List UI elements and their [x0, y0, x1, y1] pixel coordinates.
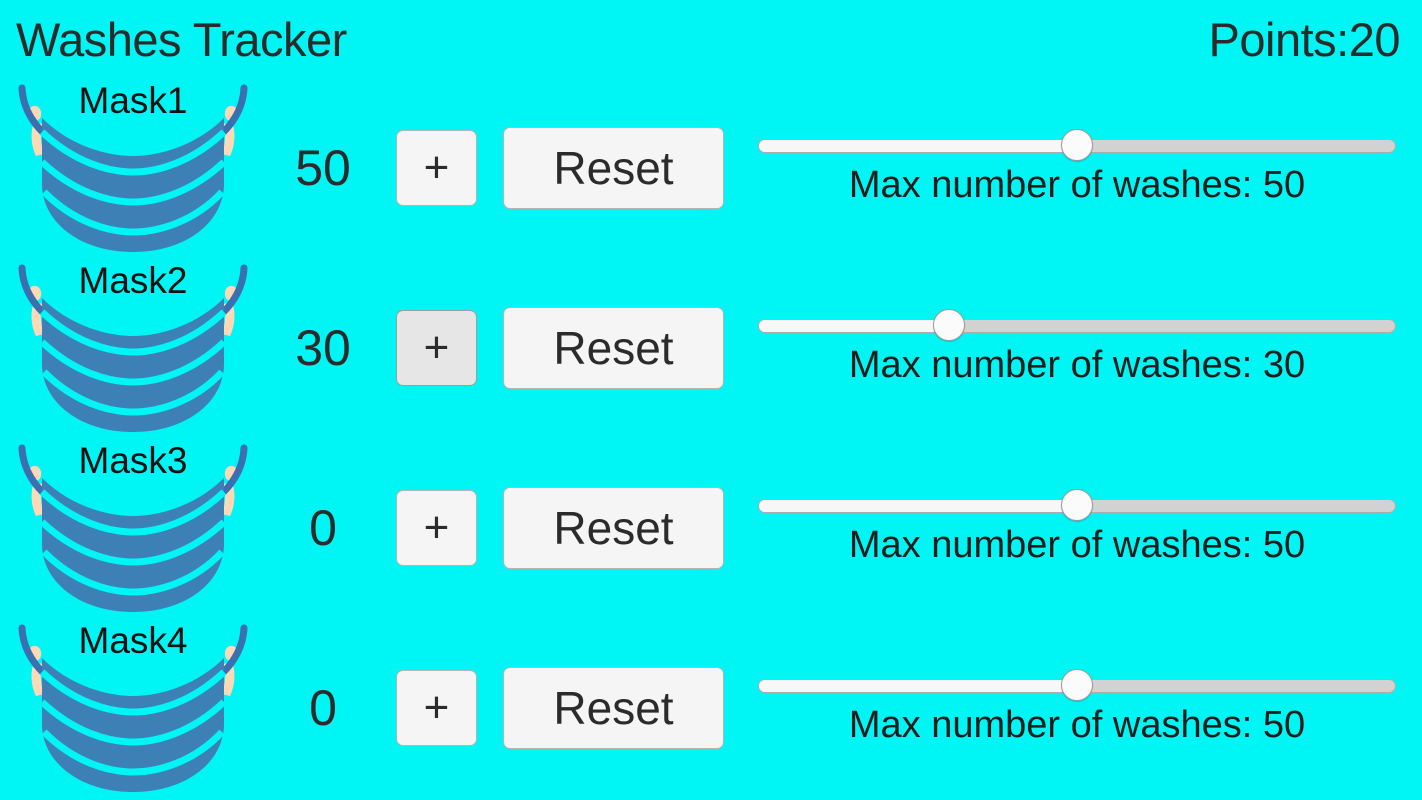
mask-icon-cell: Mask4: [8, 618, 258, 798]
slider-thumb[interactable]: [1061, 669, 1093, 701]
wash-count-cell: 0: [258, 438, 388, 618]
app-header: Washes Tracker Points:20: [0, 0, 1422, 78]
max-washes-slider[interactable]: [758, 668, 1396, 702]
max-washes-slider-cell: Max number of washes: 50: [758, 618, 1398, 798]
face-mask-icon: [18, 264, 248, 432]
face-mask-icon: [18, 444, 248, 612]
max-washes-slider[interactable]: [758, 128, 1396, 162]
slider-track[interactable]: [758, 319, 1396, 333]
slider-caption: Max number of washes: 50: [848, 164, 1306, 206]
slider-thumb[interactable]: [1061, 489, 1093, 521]
wash-count-value: 30: [295, 320, 351, 376]
mask-icon-cell: Mask3: [8, 438, 258, 618]
mask-row-4: Mask4 0 + Reset Max number of washes: 50: [0, 618, 1422, 798]
wash-count-cell: 50: [258, 78, 388, 258]
wash-count-value: 50: [295, 140, 351, 196]
mask-row-2: Mask2 30 + Reset Max number of washes: 3…: [0, 258, 1422, 438]
row-actions: + Reset: [396, 618, 724, 798]
increment-button[interactable]: +: [396, 670, 477, 746]
reset-button[interactable]: Reset: [503, 487, 724, 569]
reset-button[interactable]: Reset: [503, 667, 724, 749]
mask-icon-cell: Mask2: [8, 258, 258, 438]
increment-button[interactable]: +: [396, 310, 477, 386]
wash-count-cell: 0: [258, 618, 388, 798]
face-mask-icon: [18, 624, 248, 792]
max-washes-slider[interactable]: [758, 488, 1396, 522]
points-display: Points:20: [1208, 12, 1401, 66]
slider-caption: Max number of washes: 30: [848, 344, 1306, 386]
reset-button[interactable]: Reset: [503, 127, 724, 209]
face-mask-icon: [18, 84, 248, 252]
wash-count-value: 0: [309, 680, 337, 736]
increment-button[interactable]: +: [396, 490, 477, 566]
page-title: Washes Tracker: [16, 12, 347, 66]
slider-caption: Max number of washes: 50: [848, 704, 1306, 746]
max-washes-slider-cell: Max number of washes: 50: [758, 438, 1398, 618]
max-washes-slider[interactable]: [758, 308, 1396, 342]
mask-row-list: Mask1 50 + Reset Max number of washes: 5…: [0, 78, 1422, 798]
reset-button[interactable]: Reset: [503, 307, 724, 389]
slider-fill: [759, 500, 1077, 512]
slider-thumb[interactable]: [933, 309, 966, 341]
row-actions: + Reset: [396, 258, 724, 438]
mask-row-1: Mask1 50 + Reset Max number of washes: 5…: [0, 78, 1422, 258]
wash-count-cell: 30: [258, 258, 388, 438]
max-washes-slider-cell: Max number of washes: 50: [758, 78, 1398, 258]
slider-fill: [759, 140, 1077, 152]
slider-caption: Max number of washes: 50: [848, 524, 1306, 566]
max-washes-slider-cell: Max number of washes: 30: [758, 258, 1398, 438]
row-actions: + Reset: [396, 78, 724, 258]
slider-fill: [759, 680, 1077, 692]
slider-thumb[interactable]: [1061, 129, 1093, 161]
mask-icon-cell: Mask1: [8, 78, 258, 258]
wash-count-value: 0: [309, 500, 337, 556]
row-actions: + Reset: [396, 438, 724, 618]
mask-row-3: Mask3 0 + Reset Max number of washes: 50: [0, 438, 1422, 618]
slider-fill: [759, 320, 950, 332]
increment-button[interactable]: +: [396, 130, 477, 206]
